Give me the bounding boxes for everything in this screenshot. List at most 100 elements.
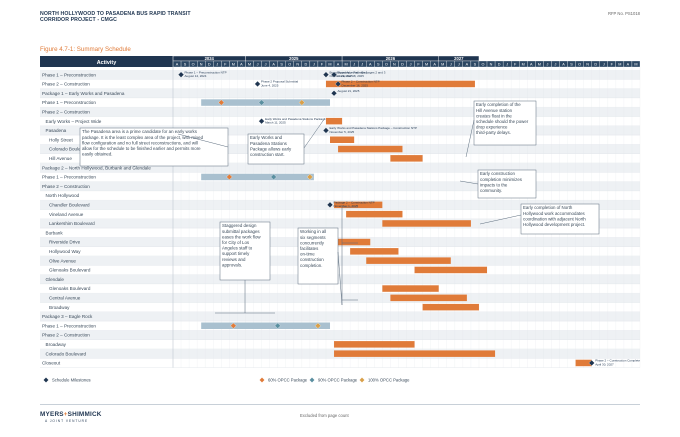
month-tick-label: F [224, 63, 227, 67]
row-label: Package 2 – North Hollywood, Burbank and… [42, 165, 151, 170]
row-label: Central Avenue [49, 296, 81, 301]
milestone-diamond [326, 201, 334, 208]
row-label: North Hollywood [46, 193, 80, 198]
month-tick-label: A [627, 63, 630, 67]
row-band [40, 181, 640, 191]
construction-bar [422, 303, 479, 311]
month-tick-label: J [450, 63, 452, 67]
callout-box [473, 100, 537, 146]
milestone-label: December 16, 2025 [342, 83, 369, 87]
rfp-number: RFP No. PS1018 [607, 11, 640, 16]
month-tick-label: A [337, 63, 340, 67]
callout-box [477, 169, 537, 199]
month-tick-label: J [353, 63, 355, 67]
company-logo: MYERS+SHIMMICK [40, 411, 102, 418]
row-label: Phase 2 – Construction [42, 82, 90, 87]
milestone-label: Phase 2 – Construction NTP [342, 80, 380, 84]
callout-connector [465, 119, 475, 158]
milestone-label: October 23, 2025 [329, 74, 353, 78]
legend-label: Schedule Milestones [52, 378, 91, 383]
construction-bar [346, 210, 403, 218]
row-band [40, 107, 640, 117]
callout-box [297, 227, 339, 285]
row-band [40, 293, 640, 303]
month-tick-label: D [304, 63, 307, 67]
activity-header-cell [40, 56, 173, 67]
callout-connector [337, 251, 343, 306]
milestone-label: June 4, 2025 [261, 83, 279, 87]
row-label: Olive Avenue [49, 258, 76, 263]
milestone-label: April 30, 2027 [595, 362, 614, 366]
document-title: NORTH HOLLYWOOD TO PASADENA BUS RAPID TR… [40, 11, 191, 24]
month-tick-label: N [393, 63, 396, 67]
month-tick-label: F [321, 63, 324, 67]
milestone-diamond [258, 118, 265, 125]
milestone-label: Early Works and Pasadena Stations Packag… [265, 117, 326, 121]
opcc90-diamond [274, 322, 281, 329]
row-label: Early Works – Project Wide [46, 119, 102, 124]
row-label: Phase 2 – Construction [42, 184, 90, 189]
row-label: Riverside Drive [49, 240, 81, 245]
opcc90-diamond [258, 99, 265, 106]
month-tick-label: O [482, 63, 485, 67]
row-band [40, 256, 640, 266]
row-band [40, 311, 640, 322]
document-title-line1: NORTH HOLLYWOOD TO PASADENA BUS RAPID TR… [40, 11, 191, 17]
month-tick-label: N [586, 63, 589, 67]
row-label: Hollywood Way [49, 249, 81, 254]
legend-opcc100-diamond [359, 377, 365, 383]
month-tick-label: S [377, 63, 380, 67]
month-tick-label: M [345, 63, 348, 67]
month-tick-label: A [433, 63, 436, 67]
month-tick-label: D [208, 63, 211, 67]
month-tick-label: F [514, 63, 517, 67]
month-tick-label: O [578, 63, 581, 67]
legend-milestone-diamond [43, 377, 49, 383]
row-label: Vineland Avenue [49, 212, 84, 217]
month-tick-label: O [288, 63, 291, 67]
row-label: Pasadena [46, 128, 67, 133]
row-band [40, 70, 640, 80]
document-title-line2: CORRIDOR PROJECT - CMGC [40, 17, 117, 24]
month-tick-label: J [458, 63, 460, 67]
milestone-diamond [588, 359, 595, 366]
year-label: 2027 [454, 56, 464, 61]
activity-header-label: Activity [97, 60, 116, 66]
row-label: Phase 2 – Construction [42, 110, 90, 115]
milestone-label: Board Approval – Package 1 [329, 70, 367, 74]
row-label: Phase 1 – Preconstruction [42, 100, 96, 105]
row-label: Package 3 – Eagle Rock [42, 314, 93, 319]
month-tick-label: A [240, 63, 243, 67]
month-tick-label: J [265, 63, 267, 67]
row-label: Phase 2 – Construction [42, 333, 90, 338]
footer-divider [40, 404, 640, 405]
row-label: Lankershim Boulevard [49, 221, 95, 226]
month-tick-label: D [594, 63, 597, 67]
milestone-label: Early Works and Pasadena Stations Packag… [329, 126, 417, 130]
construction-bar [366, 257, 451, 264]
milestone-diamond [331, 90, 338, 97]
month-tick-label: N [490, 63, 493, 67]
row-label: Chandler Boulevard [49, 203, 90, 208]
milestone-label: Phase 1 – Preconstruction NTP [185, 70, 227, 74]
row-label: Phase 1 – Preconstruction [42, 323, 96, 328]
month-tick-label: J [216, 63, 218, 67]
milestone-diamond [178, 71, 185, 78]
row-label: Burbank [46, 230, 64, 235]
month-tick-label: D [498, 63, 501, 67]
month-tick-label: J [257, 63, 259, 67]
month-tick-label: M [232, 63, 235, 67]
milestone-label: November 5, 2025 [329, 130, 354, 134]
construction-bar [334, 350, 496, 357]
milestone-label: November 18, 2025 [338, 74, 365, 78]
opcc100-diamond [306, 173, 313, 180]
construction-bar [334, 341, 415, 348]
milestone-label: March 11, 2025 [265, 121, 286, 125]
construction-bar [390, 294, 467, 302]
milestone-label: Phase 2 Proposal Submittal [261, 80, 298, 84]
row-label: Phase 1 – Preconstruction [42, 175, 96, 180]
month-tick-label: M [538, 63, 541, 67]
